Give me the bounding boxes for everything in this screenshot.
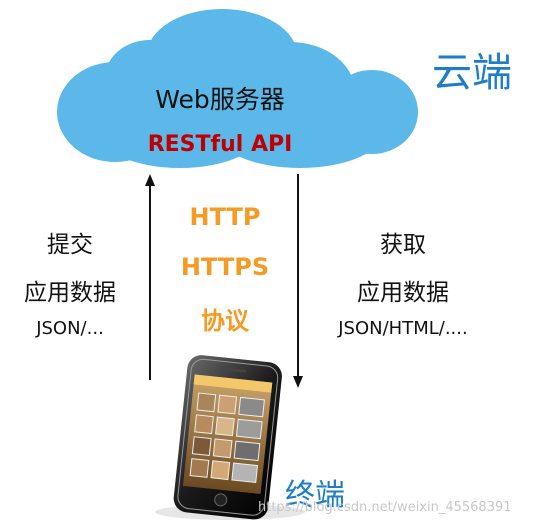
fetch-label: 获取: [380, 232, 426, 258]
device-label: 终端: [285, 478, 345, 513]
submit-app-data-label: 应用数据: [24, 280, 116, 306]
protocol-label: 协议: [201, 307, 249, 335]
protocol-http: HTTP: [189, 203, 261, 231]
cloud-side-label: 云端: [432, 50, 512, 96]
server-title: Web服务器: [155, 85, 285, 114]
watermark-text: https://blog.csdn.net/weixin_45568391: [258, 500, 512, 515]
fetch-app-data-label: 应用数据: [357, 280, 449, 306]
submit-format-label: JSON/...: [36, 318, 104, 339]
submit-label: 提交: [47, 232, 93, 258]
fetch-format-label: JSON/HTML/....: [338, 318, 468, 339]
protocol-https: HTTPS: [180, 253, 270, 281]
api-label: RESTful API: [147, 132, 293, 157]
